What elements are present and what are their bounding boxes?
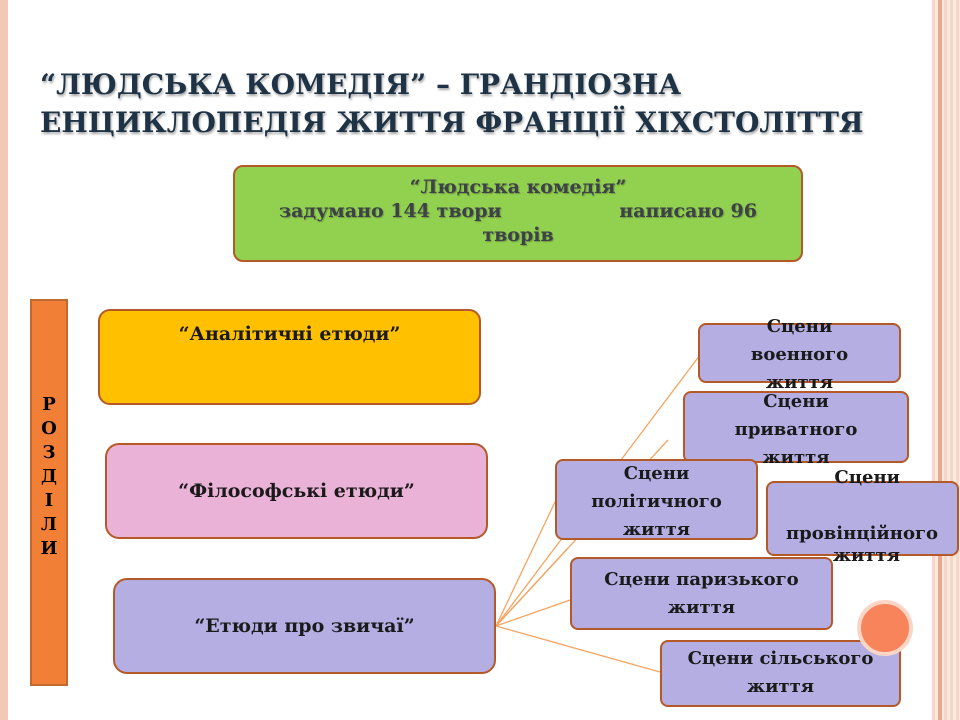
scene-line: життя xyxy=(622,519,691,540)
sidebar-letter: З xyxy=(42,442,56,463)
slide-title: “ЛЮДСЬКА КОМЕДІЯ” – ГРАНДІОЗНА ЕНЦИКЛОПЕ… xyxy=(40,66,920,142)
slide-frame-right xyxy=(932,0,960,720)
slide-frame-left xyxy=(0,0,8,720)
scene-text-rural: Сцени сільського життя xyxy=(660,645,901,701)
category-label: “Етюди про звичаї” xyxy=(194,615,415,637)
connector-line-rural xyxy=(495,625,661,673)
scene-line: життя xyxy=(765,372,834,393)
scene-line: Сцени xyxy=(763,391,829,412)
category-philosophical-studies: “Філософські етюди” xyxy=(105,443,488,539)
scene-line: Сцени xyxy=(623,463,690,484)
scene-box-paris xyxy=(570,557,833,630)
connector-line-paris xyxy=(495,599,571,627)
connector-line-provincial xyxy=(495,547,569,627)
scene-line: життя xyxy=(746,676,815,697)
scene-line: життя xyxy=(762,447,830,468)
scene-line: приватного xyxy=(734,419,858,440)
sidebar-letter: Л xyxy=(41,514,57,535)
scene-box-private xyxy=(683,391,909,463)
category-studies-of-manners: “Етюди про звичаї” xyxy=(113,578,496,674)
scene-box-rural xyxy=(660,640,901,707)
category-label: “Аналітичні етюди” xyxy=(178,323,401,345)
scene-line: Сцени xyxy=(766,316,833,337)
scene-line: політичного xyxy=(591,491,722,512)
decorative-circle xyxy=(857,600,913,656)
summary-counts: задумано 144 твори написано 96 xyxy=(235,199,801,223)
sections-sidebar xyxy=(30,299,68,686)
summary-written: написано 96 xyxy=(619,200,757,222)
scene-box-provincial xyxy=(766,481,959,556)
scene-line: життя xyxy=(832,545,900,566)
scene-text-paris: Сцени паризького життя xyxy=(570,566,833,622)
summary-planned: задумано 144 твори xyxy=(279,200,502,222)
scene-line: Сцени xyxy=(834,467,900,488)
scene-text-provincial: Сцени провінційного життя xyxy=(762,464,960,566)
scene-line: провінційного xyxy=(786,523,938,544)
slide-title-line2: ЕНЦИКЛОПЕДІЯ ЖИТТЯ ФРАНЦІЇ XIXСТОЛІТТЯ xyxy=(40,106,864,139)
scene-box-military xyxy=(698,323,901,383)
scene-text-political: Сцени політичного життя xyxy=(555,460,758,544)
connector-line-political xyxy=(495,499,557,627)
scene-box-political xyxy=(555,459,758,540)
scene-text-military: Сцени военного життя xyxy=(698,313,901,397)
sidebar-letter: И xyxy=(40,538,58,559)
slide-frame-right-stripe xyxy=(938,0,942,720)
category-label: “Філософські етюди” xyxy=(178,480,415,502)
scene-line: военного xyxy=(750,344,849,365)
sidebar-letter: О xyxy=(41,418,57,439)
scene-line xyxy=(762,492,960,520)
sidebar-letter: Д xyxy=(40,466,57,487)
scene-line: Сцени паризького xyxy=(604,569,799,590)
scene-line: життя xyxy=(667,597,736,618)
category-analytical-studies: “Аналітичні етюди” xyxy=(98,309,481,405)
scene-line: Сцени сільського xyxy=(687,648,874,669)
sidebar-letter: І xyxy=(44,490,54,511)
sidebar-letter: Р xyxy=(42,394,56,415)
scene-text-private: Сцени приватного життя xyxy=(683,388,909,472)
summary-name: “Людська комедія” xyxy=(409,176,627,198)
summary-box: “Людська комедія” задумано 144 твори нап… xyxy=(233,165,803,262)
summary-written-tail: творів xyxy=(482,224,554,246)
slide-title-line1: “ЛЮДСЬКА КОМЕДІЯ” – ГРАНДІОЗНА xyxy=(40,68,682,101)
